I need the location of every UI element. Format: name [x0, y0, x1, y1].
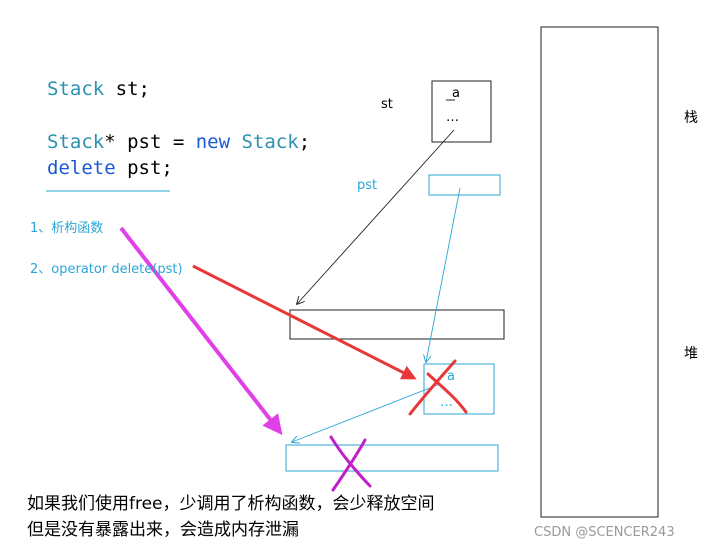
st-member-a: a — [452, 86, 460, 101]
magenta-x-stroke-2 — [331, 438, 367, 492]
memory-column — [540, 26, 659, 518]
heap-member-a: a — [447, 369, 455, 384]
step-destructor: 1、析构函数 — [30, 221, 104, 236]
caption-line-1: 如果我们使用free，少调用了析构函数，会少释放空间 — [27, 494, 435, 514]
code-text: pst; — [115, 157, 173, 179]
st-label: st — [381, 97, 393, 112]
heap-region-label: 堆 — [684, 346, 698, 362]
st-object-box — [431, 80, 492, 143]
arrow-destructor — [119, 226, 283, 436]
code-keyword: delete — [47, 157, 116, 179]
magenta-x-stroke-1 — [329, 435, 372, 488]
code-type: Stack — [47, 131, 105, 153]
arrow-pst-to-object — [426, 187, 461, 362]
pst-pointer-box — [428, 174, 501, 196]
code-line-2: Stack* pst = new Stack; — [47, 131, 310, 153]
heap-member-dots: … — [440, 395, 453, 410]
code-line-3: delete pst; — [47, 157, 173, 179]
code-text: st; — [104, 78, 150, 100]
heap-object-box — [423, 363, 495, 415]
arrow-operator-delete — [192, 264, 417, 380]
red-x-stroke-1 — [426, 372, 468, 414]
code-type: Stack — [47, 78, 105, 100]
step-operator-delete: 2、operator delete(pst) — [30, 262, 183, 277]
pst-label: pst — [357, 178, 378, 193]
code-type: Stack — [230, 131, 299, 153]
red-x-stroke-2 — [408, 359, 457, 416]
st-member-dots: … — [446, 110, 459, 125]
watermark: CSDN @SCENCER243 — [534, 525, 675, 540]
code-text: * pst = — [104, 131, 196, 153]
code-line-1: Stack st; — [47, 78, 150, 100]
stack-region-label: 栈 — [684, 110, 698, 126]
arrow-st-to-heap — [297, 129, 455, 304]
code-text: ; — [298, 131, 311, 153]
heap-buffer-box — [285, 444, 499, 472]
code-keyword: new — [195, 131, 231, 153]
heap-block-box — [289, 309, 505, 340]
caption-line-2: 但是没有暴露出来，会造成内存泄漏 — [27, 520, 299, 540]
arrow-object-to-buffer — [292, 383, 441, 442]
